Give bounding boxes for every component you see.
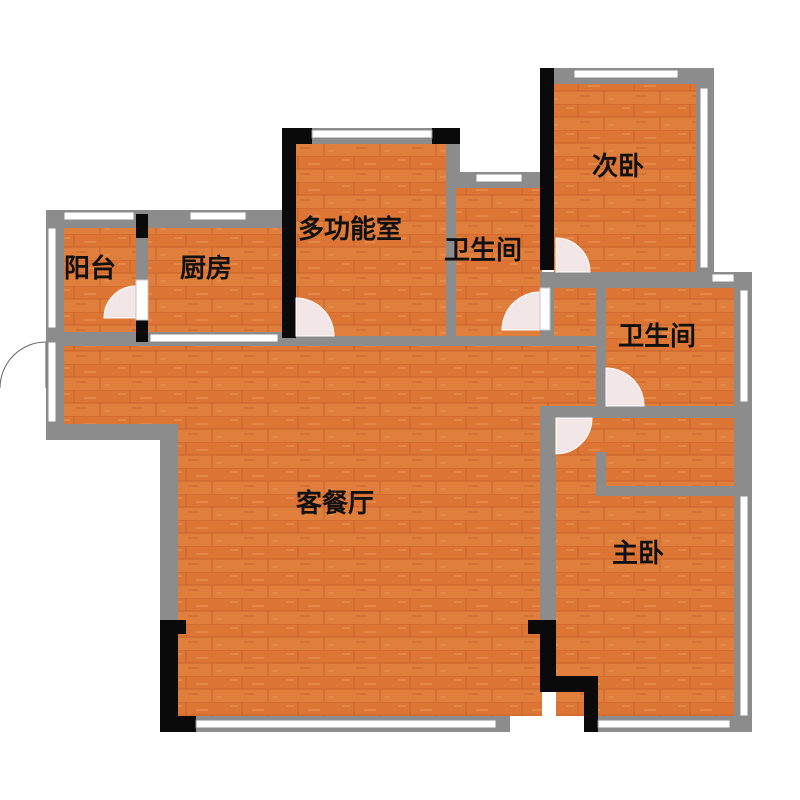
- wall-corridor-master: [540, 406, 596, 418]
- doors: [0, 237, 645, 455]
- column-notch: [540, 676, 598, 692]
- column-kitchen-top: [136, 214, 148, 238]
- window-master-right: [739, 495, 749, 717]
- column-kitchen-bottom: [136, 318, 148, 342]
- door-second-bedroom-swing: [555, 237, 591, 273]
- window-bathroom-1: [475, 173, 523, 183]
- column-multi-room-left: [282, 128, 296, 338]
- floor-master-lower: [556, 692, 734, 716]
- window-living-left: [47, 341, 57, 423]
- door-bathroom-2-swing: [605, 367, 645, 407]
- column-living-bottom-left-2: [160, 620, 186, 634]
- floor-second-bedroom: [554, 84, 696, 272]
- label-balcony: 阳台: [64, 253, 116, 284]
- window-living-bottom: [195, 719, 497, 729]
- floor-living-lower: [178, 346, 542, 716]
- column-living-bottom-left: [160, 620, 178, 732]
- floor-master-bedroom: [556, 410, 734, 716]
- wall-multi-bath-divider: [446, 172, 456, 346]
- window-second-bedroom-right: [699, 87, 709, 269]
- label-living-dining: 客餐厅: [296, 488, 374, 519]
- wall-closet-bottom: [596, 486, 752, 496]
- column-multi-room-top-right: [432, 128, 460, 144]
- label-bathroom-2: 卫生间: [618, 322, 696, 352]
- wall-master-left: [540, 406, 556, 632]
- window-master-bottom: [597, 719, 731, 729]
- windows: [47, 69, 749, 729]
- door-balcony-leaf: [135, 279, 149, 321]
- door-bathroom-1-leaf: [539, 287, 551, 331]
- wall-bath2-bottom: [596, 406, 752, 418]
- label-multi-room: 多功能室: [298, 214, 402, 245]
- structural-walls: [136, 68, 598, 732]
- column-multi-room-top-left: [282, 128, 312, 144]
- column-second-bedroom-left: [540, 68, 554, 270]
- window-bathroom-2: [711, 273, 735, 283]
- label-kitchen: 厨房: [180, 254, 232, 284]
- window-second-bedroom: [573, 69, 679, 79]
- floor-kitchen: [148, 228, 282, 332]
- window-multi-room: [311, 129, 433, 139]
- wall-living-step: [46, 424, 178, 440]
- room-labels: 阳台 厨房 多功能室 卫生间 次卧 卫生间 客餐厅 主卧: [64, 152, 696, 569]
- door-bathroom-1-swing: [501, 291, 541, 331]
- window-balcony-top: [63, 211, 135, 221]
- window-bath2-right: [739, 289, 749, 403]
- label-master-bedroom: 主卧: [612, 539, 664, 569]
- window-kitchen-top: [189, 211, 247, 221]
- wall-bath2-left: [596, 272, 606, 414]
- window-balcony-left: [47, 227, 57, 329]
- door-multi-room-swing: [295, 297, 335, 337]
- label-second-bedroom: 次卧: [592, 152, 644, 182]
- column-living-bottom-left-3: [160, 716, 196, 732]
- column-notch-right: [584, 676, 598, 732]
- window-kitchen-bottom: [149, 333, 279, 343]
- door-balcony-swing: [103, 285, 137, 319]
- label-bathroom-1: 卫生间: [444, 236, 522, 266]
- door-master-swing: [555, 417, 593, 455]
- door-entry-swing: [0, 341, 47, 389]
- wall-closet-left: [596, 452, 606, 494]
- wall-second-bedroom-bottom: [540, 272, 610, 288]
- column-master-left-lower: [540, 620, 556, 692]
- floor-multi-room: [296, 144, 446, 336]
